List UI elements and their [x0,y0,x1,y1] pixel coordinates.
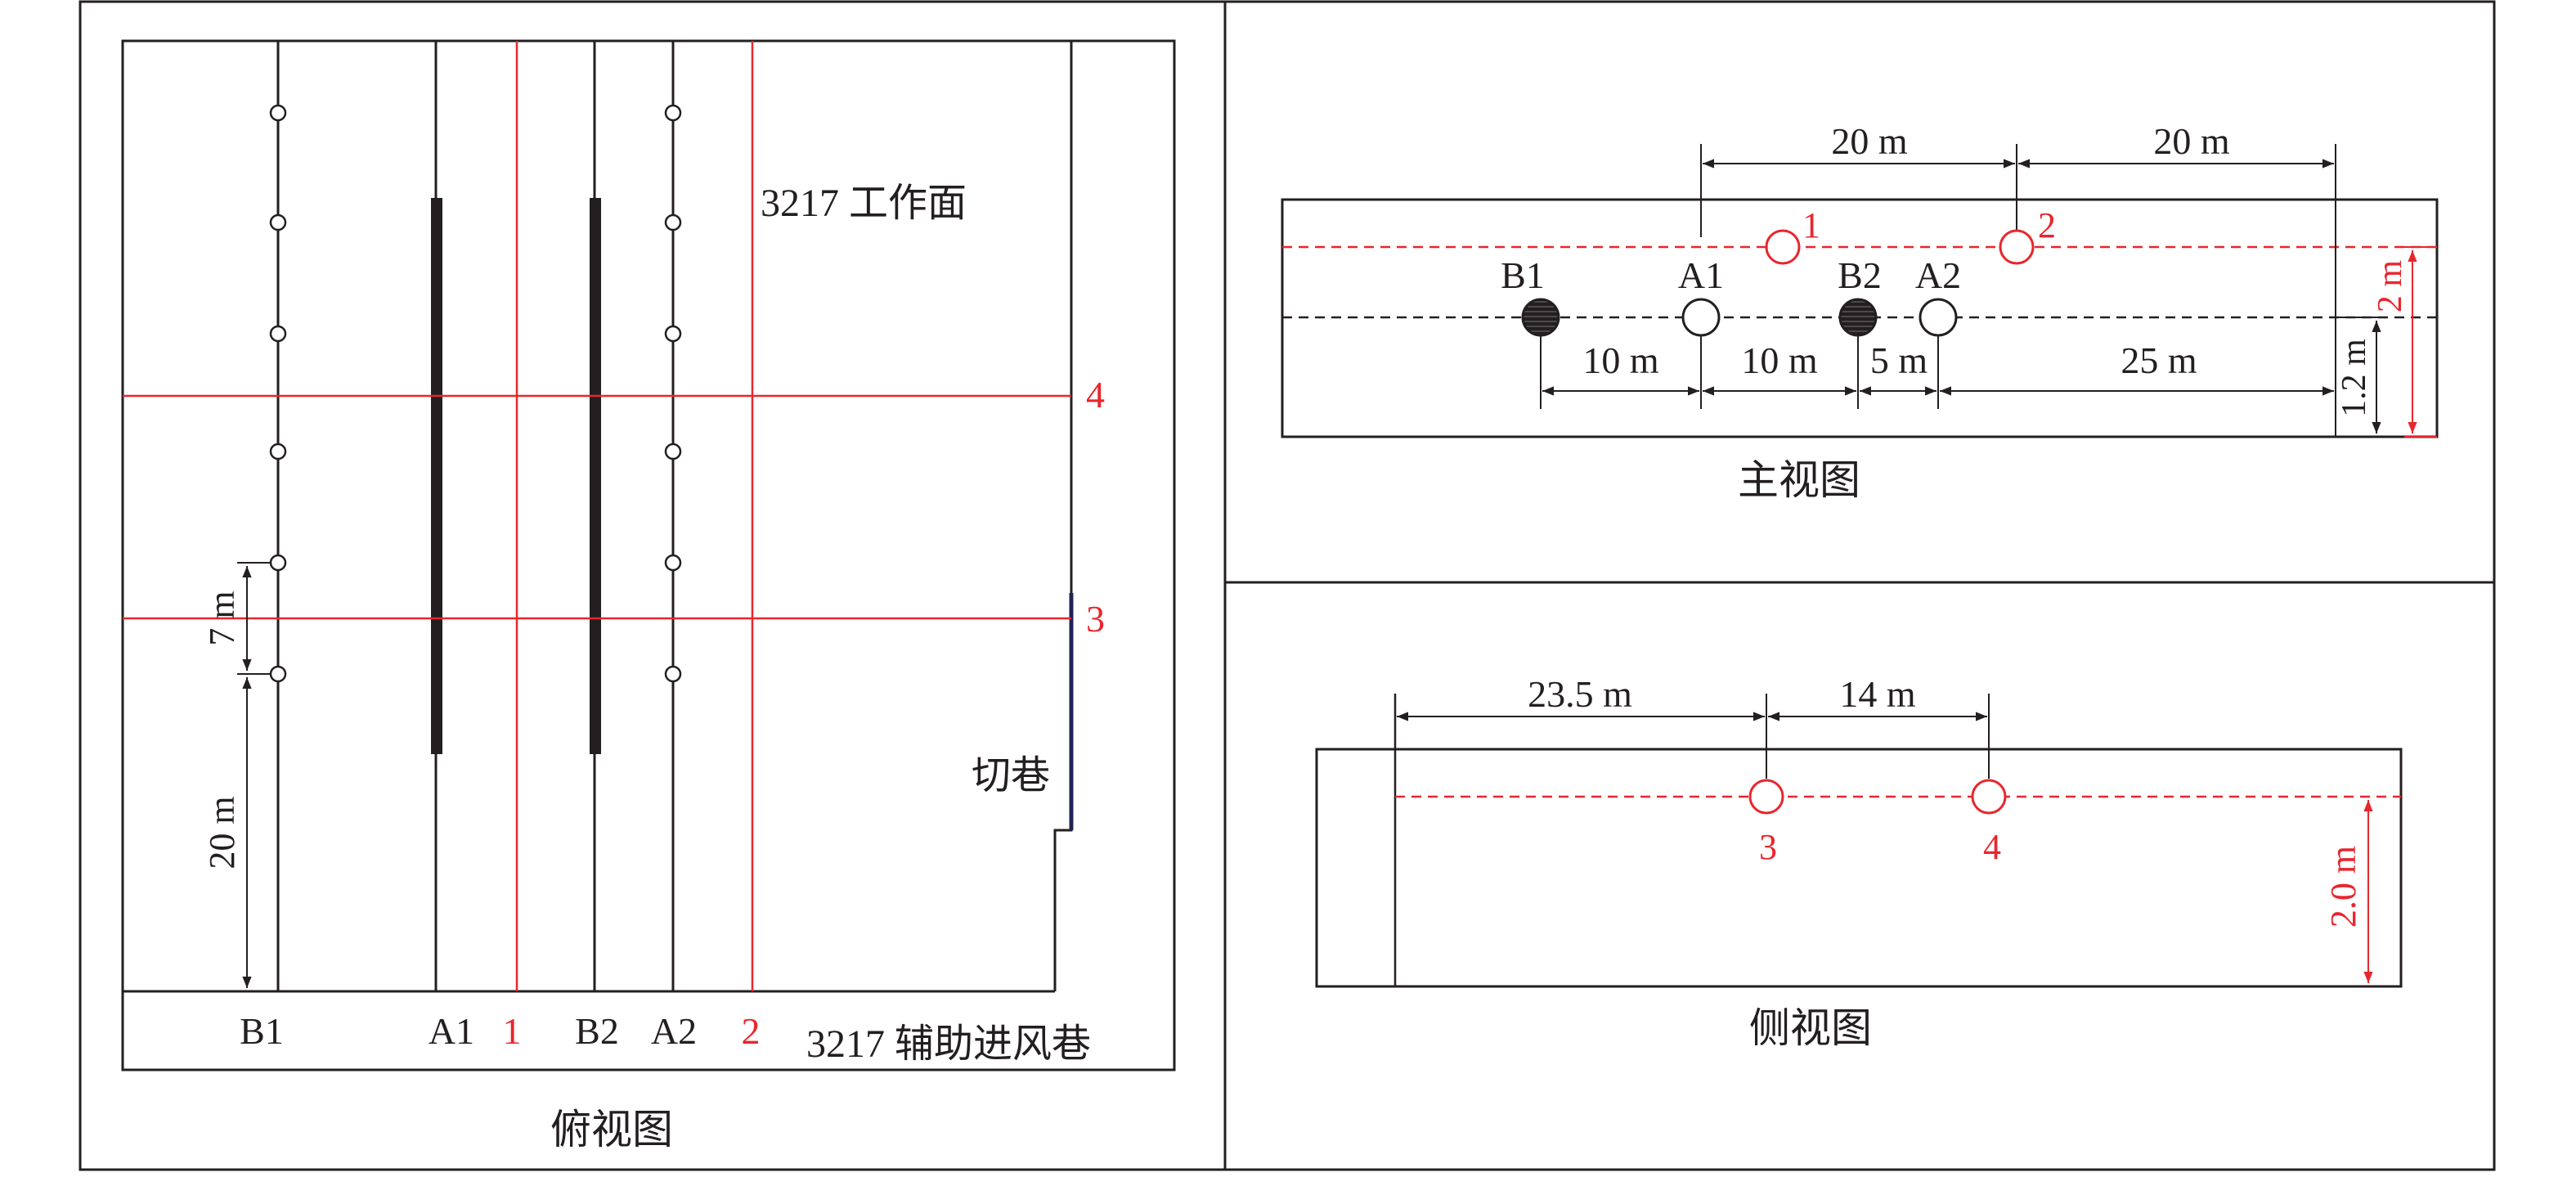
monitor-label-1: 1 [1802,205,1820,245]
borehole-section-b2 [590,198,601,754]
outer-frame [79,0,2496,1171]
survey-label-2: 2 [742,1010,761,1052]
monitor-point-2 [1999,229,2035,265]
borehole-b2-section [1838,298,1878,337]
dim-label-height-black: 1.2 m [2336,339,2373,417]
side-view-frame [1315,748,2403,988]
dim-label-bottom-3: 5 m [1870,339,1928,381]
front-label-a1: A1 [1678,254,1724,296]
hole-circle [269,104,287,122]
roadway-label: 3217 辅助进风巷 [806,1022,1091,1066]
dim-label-20m: 20 m [202,796,242,869]
top-view-frame [121,39,1176,1071]
top-view-caption: 俯视图 [550,1107,673,1152]
hole-circle [664,442,682,460]
front-view: 20 m 20 m 1 2 B1 A1 B2 A2 10 m 10 m 5 m … [1281,120,2439,503]
hole-circle [269,554,287,572]
survey-label-1: 1 [503,1010,522,1052]
hole-circle [664,665,682,683]
monitor-label-4: 4 [1983,827,2001,867]
hole-circle [269,325,287,343]
front-label-b1: B1 [1501,254,1545,296]
survey-label-3: 3 [1086,598,1105,640]
side-view-caption: 侧视图 [1749,1005,1872,1051]
borehole-label-a2: A2 [651,1010,697,1052]
dim-label-bottom-4: 25 m [2120,339,2197,381]
dim-label-bottom-2: 10 m [1741,339,1818,381]
top-view: 7 m 20 m 3217 工作面 切巷 3217 辅助进风巷 B1 A1 B2… [121,39,1176,1152]
borehole-a2-section [1919,298,1958,337]
hole-circle [664,104,682,122]
dim-label-side-height: 2.0 m [2323,846,2363,928]
borehole-label-a1: A1 [429,1010,474,1052]
hole-circle [664,554,682,572]
dim-label-7m: 7 m [202,591,242,645]
dim-label-height-red: 2 m [2372,260,2409,313]
monitor-label-2: 2 [2038,205,2056,245]
monitor-point-3 [1748,779,1784,815]
borehole-section-a1 [431,198,442,754]
front-label-b2: B2 [1838,254,1882,296]
front-view-caption: 主视图 [1738,457,1860,503]
side-view: 23.5 m 14 m 3 4 2.0 m 侧视图 [1315,673,2403,1051]
dim-label-bottom-1: 10 m [1582,339,1659,381]
hole-circle [269,213,287,231]
cut-roadway-label: 切巷 [972,754,1050,797]
hole-circle [269,665,287,683]
dim-label-side-1: 23.5 m [1528,673,1632,715]
cut-roadway-outline [1053,41,1073,991]
borehole-label-b2: B2 [575,1010,619,1052]
borehole-a1-section [1681,298,1721,337]
monitor-point-1 [1765,229,1801,265]
dim-label-top-1: 20 m [1831,120,1908,162]
hole-circle [269,442,287,460]
hole-circle [664,325,682,343]
holes-b1 [269,104,287,683]
dim-label-top-2: 20 m [2153,120,2230,162]
holes-a2 [664,104,682,683]
borehole-label-b1: B1 [240,1010,284,1052]
hole-circle [664,213,682,231]
front-label-a2: A2 [1915,254,1961,296]
face-label: 3217 工作面 [761,182,967,225]
monitor-point-4 [1971,779,2007,815]
borehole-b1-section [1521,298,1560,337]
survey-label-4: 4 [1086,374,1105,416]
dim-label-side-2: 14 m [1839,673,1916,715]
monitor-label-3: 3 [1759,827,1777,867]
